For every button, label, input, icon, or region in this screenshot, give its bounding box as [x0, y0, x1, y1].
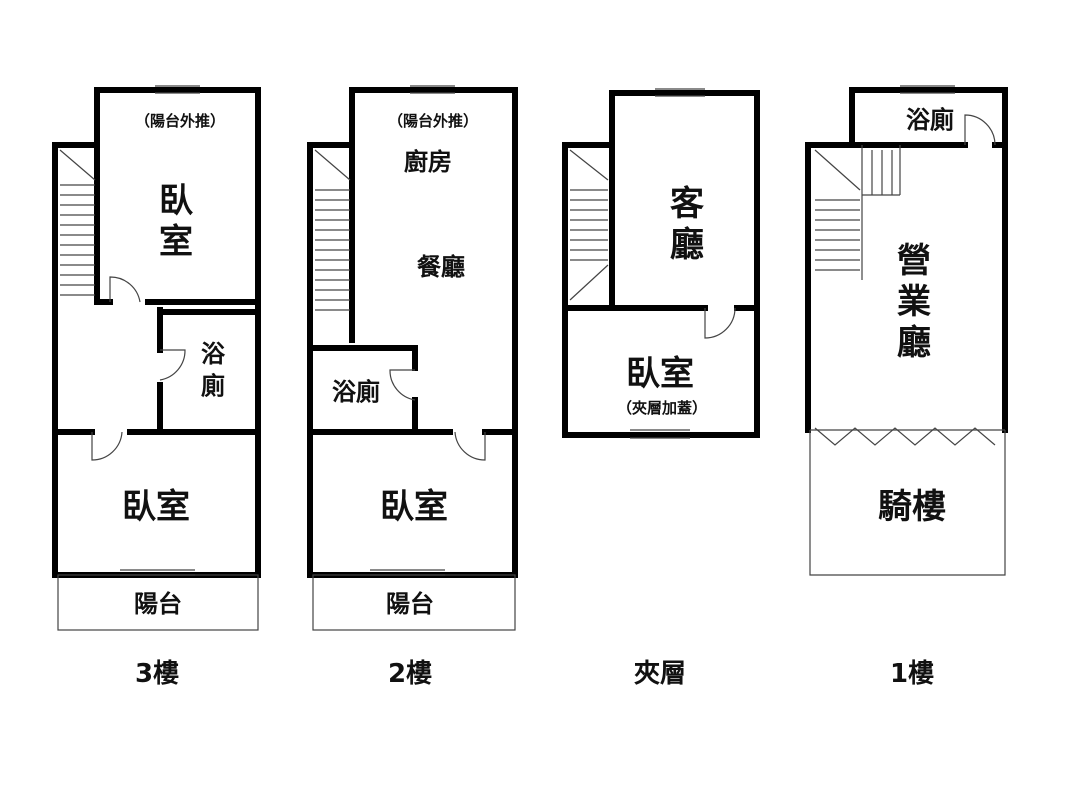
room-label: 餐廳 — [417, 253, 465, 281]
stairs-icon — [59, 149, 96, 296]
room-label: 室 — [159, 222, 193, 262]
floor-label: 3樓 — [135, 658, 179, 689]
room-label: 浴廁 — [332, 378, 380, 406]
room-label: 臥 — [159, 181, 193, 221]
room-label: 業 — [897, 282, 931, 322]
mezzanine-note: （夾層加蓋） — [617, 399, 707, 417]
door-icon — [109, 276, 141, 303]
room-label: 客 — [670, 184, 704, 224]
room-label: 廁 — [201, 372, 225, 400]
room-label: 廳 — [670, 225, 704, 265]
room-label: 陽台 — [134, 590, 182, 618]
room-label: 臥室 — [626, 354, 694, 394]
room-label: 廚房 — [404, 148, 452, 176]
room-label: 陽台 — [386, 590, 434, 618]
balcony-note: （陽台外推） — [388, 112, 478, 130]
room-label: 臥室 — [380, 487, 448, 527]
mezzanine-plan: 客 廳 臥室 （夾層加蓋） — [562, 88, 760, 439]
floor-2-plan: （陽台外推） 廚房 餐廳 浴廁 臥室 陽台 — [307, 85, 518, 631]
floor-3-plan: （陽台外推） 臥 室 浴 廁 臥室 陽台 — [52, 85, 261, 631]
room-label: 浴 — [201, 340, 226, 368]
floor-label: 夾層 — [634, 659, 686, 689]
room-label: 騎樓 — [878, 487, 946, 527]
room-label: 浴廁 — [906, 106, 954, 134]
floor-1-plan: 浴廁 營 業 廳 騎樓 — [805, 85, 1008, 576]
room-label: 營 — [897, 241, 931, 281]
floor-label: 1樓 — [890, 658, 934, 689]
room-label: 臥室 — [122, 487, 190, 527]
balcony-note: （陽台外推） — [135, 112, 225, 130]
floor-label: 2樓 — [388, 658, 432, 689]
room-label: 廳 — [897, 323, 931, 363]
